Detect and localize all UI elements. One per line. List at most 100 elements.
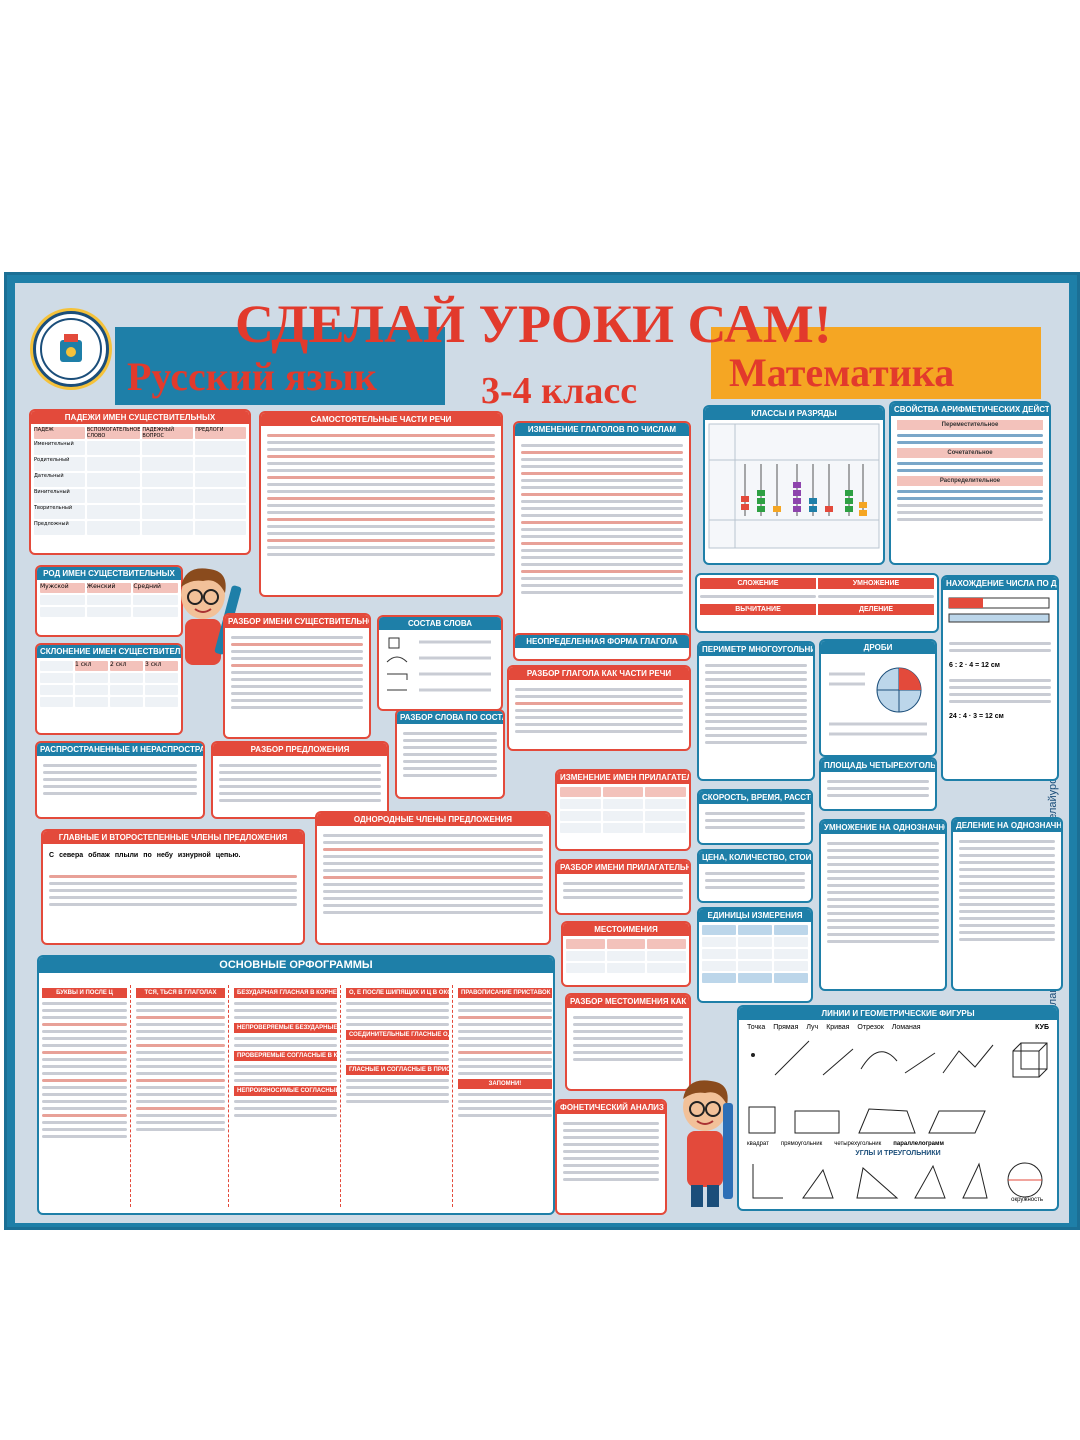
card-sentence-parsing: РАЗБОР ПРЕДЛОЖЕНИЯ [211,741,389,819]
orthogram-rule: НЕПРОИЗНОСИМЫЕ СОГЛАСНЫЕ В КОРНЕ СЛОВА [234,1086,337,1096]
card-title: РОД ИМЕН СУЩЕСТВИТЕЛЬНЫХ [37,567,181,580]
property-label: Распределительное [897,476,1043,486]
card-cases: ПАДЕЖИ ИМЕН СУЩЕСТВИТЕЛЬНЫХ ПАДЕЖ ВСПОМО… [29,409,251,555]
logo-icon [40,318,102,380]
operation-label: ВЫЧИТАНИЕ [700,604,816,615]
card-sentence-members: ГЛАВНЫЕ И ВТОРОСТЕПЕННЫЕ ЧЛЕНЫ ПРЕДЛОЖЕН… [41,829,305,945]
card-title: ДРОБИ [821,641,935,654]
card-morpheme-parsing: РАЗБОР СЛОВА ПО СОСТАВУ [395,709,505,799]
card-gender: РОД ИМЕН СУЩЕСТВИТЕЛЬНЫХ Мужской Женский… [35,565,183,637]
card-geometry: ЛИНИИ И ГЕОМЕТРИЧЕСКИЕ ФИГУРЫ Точка Прям… [737,1005,1059,1211]
shape-label: Точка [747,1024,766,1031]
angles-title: УГЛЫ И ТРЕУГОЛЬНИКИ [855,1150,941,1157]
fraction-result: 24 : 4 · 3 = 12 см [949,713,1004,720]
card-homogeneous-members: ОДНОРОДНЫЕ ЧЛЕНЫ ПРЕДЛОЖЕНИЯ [315,811,551,945]
orthogram-rule: БУКВЫ И ПОСЛЕ Ц [42,988,127,998]
table-header: ПРЕДЛОГИ [195,427,246,439]
quad-label: прямоугольник [780,1141,823,1147]
card-verb-parsing: РАЗБОР ГЛАГОЛА КАК ЧАСТИ РЕЧИ [507,665,691,751]
shape-label: Прямая [773,1024,799,1031]
card-multiply-single: УМНОЖЕНИЕ НА ОДНОЗНАЧНОЕ ЧИСЛО [819,819,947,991]
card-pronoun-parsing: РАЗБОР МЕСТОИМЕНИЯ КАК ЧАСТИ РЕЧИ [565,993,691,1091]
card-title: РАЗБОР ПРЕДЛОЖЕНИЯ [213,743,387,756]
orthogram-column: ПРАВОПИСАНИЕ ПРИСТАВОК ЗАПОМНИ! [455,985,553,1207]
operation-label: СЛОЖЕНИЕ [700,578,816,589]
card-declension: СКЛОНЕНИЕ ИМЕН СУЩЕСТВИТЕЛЬНЫХ 1 скл 2 с… [35,643,183,735]
orthogram-rule: О, Е ПОСЛЕ ШИПЯЩИХ И Ц В ОКОНЧАНИЯХ ИМЕН… [346,988,449,998]
card-infinitive: НЕОПРЕДЕЛЕННАЯ ФОРМА ГЛАГОЛА [513,633,691,661]
orthogram-rule: ПРАВОПИСАНИЕ ПРИСТАВОК [458,988,552,998]
table-header: ПАДЕЖ [34,427,85,439]
card-title: НАХОЖДЕНИЕ ЧИСЛА ПО ДОЛЕ [943,577,1057,590]
card-title: РАЗБОР ГЛАГОЛА КАК ЧАСТИ РЕЧИ [509,667,689,680]
card-extended-sentences: РАСПРОСТРАНЕННЫЕ И НЕРАСПРОСТРАНЕННЫЕ ПР… [35,741,205,819]
sentence-word: С [49,852,55,859]
banner-russian [115,327,445,405]
card-title: ЕДИНИЦЫ ИЗМЕРЕНИЯ [699,909,811,922]
table-row: Дательный [34,473,85,487]
quad-label: параллелограмм [893,1141,944,1147]
table-row: Винительный [34,489,85,503]
card-units: ЕДИНИЦЫ ИЗМЕРЕНИЯ [697,907,813,1003]
boy-illustration [683,1080,733,1207]
card-price: ЦЕНА, КОЛИЧЕСТВО, СТОИМОСТЬ [697,849,813,903]
banner-math [711,327,1041,399]
card-area: ПЛОЩАДЬ ЧЕТЫРЕХУГОЛЬНИКА [819,757,937,811]
orthogram-rule: ПРОВЕРЯЕМЫЕ СОГЛАСНЫЕ В КОРНЕ СЛОВА [234,1051,337,1061]
card-title: ПЛОЩАДЬ ЧЕТЫРЕХУГОЛЬНИКА [821,759,935,772]
declension-label: 1 скл [75,661,108,671]
card-find-by-part: НАХОЖДЕНИЕ ЧИСЛА ПО ДОЛЕ 6 : 2 · 4 = 12 … [941,575,1059,781]
card-title: ЛИНИИ И ГЕОМЕТРИЧЕСКИЕ ФИГУРЫ [739,1007,1057,1020]
property-label: Переместительное [897,420,1043,430]
card-verbs-numbers: ИЗМЕНЕНИЕ ГЛАГОЛОВ ПО ЧИСЛАМ [513,421,691,647]
logo-stamp [33,311,109,387]
gender-label: Мужской [40,583,85,593]
card-title: СВОЙСТВА АРИФМЕТИЧЕСКИХ ДЕЙСТВИЙ [891,403,1049,416]
card-title: ЦЕНА, КОЛИЧЕСТВО, СТОИМОСТЬ [699,851,811,864]
card-title: МЕСТОИМЕНИЯ [563,923,689,936]
circle-label: окружность [1011,1197,1043,1203]
sentence-word: изнурной [177,852,211,859]
orthogram-rule: БЕЗУДАРНАЯ ГЛАСНАЯ В КОРНЕ СЛОВА [234,988,337,998]
declension-label: 3 скл [145,661,178,671]
fraction-result: 6 : 2 · 4 = 12 см [949,662,1000,669]
sentence-word: плыли [114,852,139,859]
card-title: ГЛАВНЫЕ И ВТОРОСТЕПЕННЫЕ ЧЛЕНЫ ПРЕДЛОЖЕН… [43,831,303,844]
sentence-word: небу [156,852,173,859]
operation-label: ДЕЛЕНИЕ [818,604,934,615]
sentence-word: цепью. [215,852,241,859]
orthogram-column: ТСЯ, ТЬСЯ В ГЛАГОЛАХ [133,985,229,1207]
orthogram-rule: НЕПРОВЕРЯЕМЫЕ БЕЗУДАРНЫЕ ГЛАСНЫЕ В КОРНЕ… [234,1023,337,1033]
card-title: СКЛОНЕНИЕ ИМЕН СУЩЕСТВИТЕЛЬНЫХ [37,645,181,658]
gender-label: Женский [86,583,132,593]
subject-math: Математика [729,350,955,395]
card-title: ПАДЕЖИ ИМЕН СУЩЕСТВИТЕЛЬНЫХ [31,411,249,424]
card-arithmetic-properties: СВОЙСТВА АРИФМЕТИЧЕСКИХ ДЕЙСТВИЙ Перемес… [889,401,1051,565]
card-divide-single: ДЕЛЕНИЕ НА ОДНОЗНАЧНОЕ ЧИСЛО [951,817,1063,991]
grade-label: 3-4 класс [481,370,638,412]
sentence-word: севера [59,852,84,859]
orthogram-rule: ЗАПОМНИ! [458,1079,552,1089]
card-title: ДЕЛЕНИЕ НА ОДНОЗНАЧНОЕ ЧИСЛО [953,819,1061,832]
card-title: РАЗБОР ИМЕНИ СУЩЕСТВИТЕЛЬНОГО КАК ЧАСТИ … [225,615,369,628]
card-classes-ranks: КЛАССЫ И РАЗРЯДЫ [703,405,885,565]
card-title: ИЗМЕНЕНИЕ ГЛАГОЛОВ ПО ЧИСЛАМ [515,423,689,436]
card-orthograms: ОСНОВНЫЕ ОРФОГРАММЫ БУКВЫ И ПОСЛЕ Ц ТСЯ,… [37,955,555,1215]
card-title: ФОНЕТИЧЕСКИЙ АНАЛИЗ СЛОВА [557,1101,665,1114]
orthogram-column: О, Е ПОСЛЕ ШИПЯЩИХ И Ц В ОКОНЧАНИЯХ ИМЕН… [343,985,453,1207]
orthogram-rule: ГЛАСНЫЕ И СОГЛАСНЫЕ В ПРИСТАВКАХ [346,1065,449,1075]
lines-shapes-drawing [751,1040,1048,1078]
card-title: КЛАССЫ И РАЗРЯДЫ [705,407,883,420]
table-header: ПАДЕЖНЫЙ ВОПРОС [142,427,194,439]
card-title: УМНОЖЕНИЕ НА ОДНОЗНАЧНОЕ ЧИСЛО [821,821,945,834]
subject-russian: Русский язык [127,354,377,399]
card-title: НЕОПРЕДЕЛЕННАЯ ФОРМА ГЛАГОЛА [515,635,689,648]
table-row: Именительный [34,441,85,455]
orthogram-column: БЕЗУДАРНАЯ ГЛАСНАЯ В КОРНЕ СЛОВА НЕПРОВЕ… [231,985,341,1207]
morpheme-icons [386,637,491,692]
shape-label: Ломаная [891,1024,921,1031]
card-phonetic: ФОНЕТИЧЕСКИЙ АНАЛИЗ СЛОВА [555,1099,667,1215]
card-perimeter: ПЕРИМЕТР МНОГОУГОЛЬНИКА [697,641,815,781]
abacus-table [708,423,880,549]
orthogram-rule: ТСЯ, ТЬСЯ В ГЛАГОЛАХ [136,988,225,998]
